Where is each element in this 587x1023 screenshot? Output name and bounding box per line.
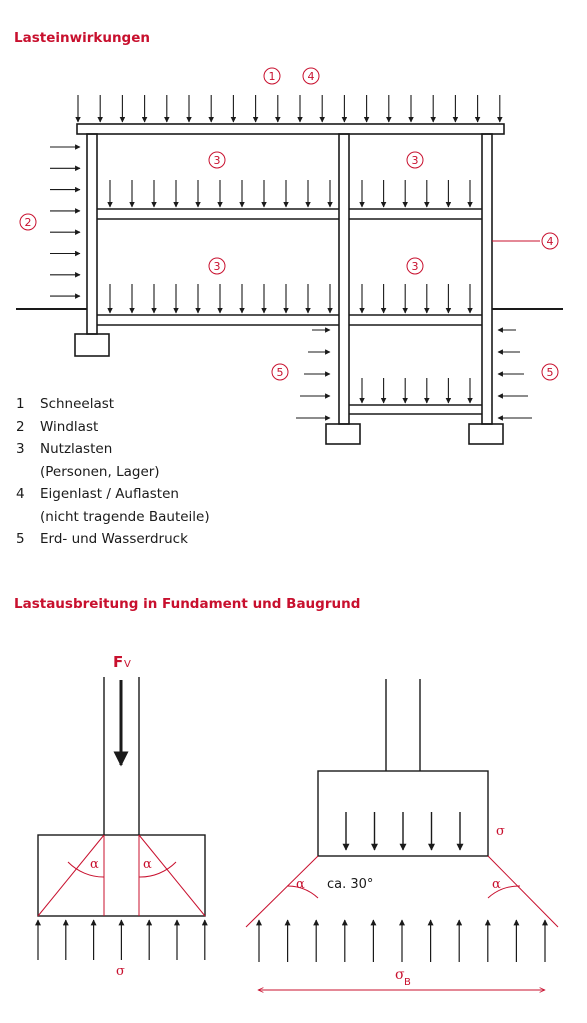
pressure-arrows-footing: [342, 812, 464, 851]
label-alpha-left-1: α: [90, 857, 99, 872]
legend-item: 4 Eigenlast / Auflasten: [16, 483, 210, 506]
right-wall: [481, 133, 493, 425]
label-sigma-b-sub: B: [404, 977, 411, 988]
legend: 1 Schneelast 2 Windlast 3 Nutzlasten (Personen…: [16, 393, 210, 551]
section-title-load-distribution: Lastausbreitung in Fundament und Baugrun…: [14, 596, 361, 612]
earth-pressure-arrows: [296, 327, 532, 421]
label-force-sub: V: [124, 659, 131, 670]
wind-load-arrows: [50, 144, 81, 299]
left-wall: [86, 133, 98, 335]
svg-text:2: 2: [25, 216, 32, 229]
foundation-right: [317, 679, 489, 857]
svg-text:3: 3: [214, 260, 221, 273]
legend-number: 5: [16, 531, 25, 547]
middle-column: [338, 133, 350, 425]
legend-item: 1 Schneelast: [16, 393, 210, 416]
label-sigma-left: σ: [116, 964, 125, 979]
legend-number: 2: [16, 418, 25, 435]
label-force: F: [113, 653, 123, 671]
legend-number: 4: [16, 486, 25, 502]
legend-text: Windlast: [40, 418, 99, 435]
label-alpha-right-2: α: [492, 877, 501, 892]
svg-text:4: 4: [547, 235, 554, 248]
marker-5-left: 5: [271, 363, 289, 381]
legend-subtext: (nicht tragende Bauteile): [40, 508, 210, 525]
svg-text:4: 4: [308, 70, 315, 83]
marker-3-b: 3: [406, 151, 424, 169]
marker-3-d: 3: [406, 257, 424, 275]
marker-1-roof: 1: [263, 67, 281, 85]
label-angle: ca. 30°: [327, 877, 373, 892]
load-spread-lines-left: [37, 834, 206, 917]
live-load-arrows: [107, 180, 473, 404]
left-footing: [74, 333, 110, 357]
marker-3-a: 3: [208, 151, 226, 169]
label-alpha-left-2: α: [143, 857, 152, 872]
marker-5-right: 5: [541, 363, 559, 381]
svg-text:3: 3: [412, 154, 419, 167]
soil-reaction-arrows-right: [256, 919, 548, 962]
legend-item: 5 Erd- und Wasserdruck: [16, 528, 210, 551]
svg-text:3: 3: [214, 154, 221, 167]
legend-text: Eigenlast / Auflasten: [40, 486, 179, 502]
legend-item: 2 Windlast: [16, 416, 210, 439]
legend-text: Erd- und Wasserdruck: [40, 531, 188, 547]
label-sigma-right: σ: [496, 824, 505, 839]
marker-2-wind: 2: [19, 213, 37, 231]
footing-left: [37, 834, 206, 917]
legend-item: 3 Nutzlasten: [16, 438, 210, 461]
snow-load-arrows: [75, 95, 503, 123]
marker-4-wall: 4: [541, 232, 559, 250]
svg-text:3: 3: [412, 260, 419, 273]
label-alpha-right-1: α: [296, 877, 305, 892]
svg-text:5: 5: [277, 366, 284, 379]
section-title-load-actions: Lasteinwirkungen: [14, 30, 150, 46]
label-sigma-b: σ: [395, 967, 405, 983]
marker-3-c: 3: [208, 257, 226, 275]
load-spread-lines-right: [245, 855, 559, 928]
right-footing: [468, 423, 504, 445]
legend-number: 3: [16, 441, 25, 457]
foundation-left: [37, 677, 206, 917]
legend-text: Nutzlasten: [40, 441, 113, 457]
svg-text:5: 5: [547, 366, 554, 379]
legend-number: 1: [16, 396, 25, 412]
marker-4-roof: 4: [302, 67, 320, 85]
roof-slab: [76, 123, 505, 135]
legend-text: Schneelast: [40, 396, 115, 412]
building-structure: [74, 123, 505, 445]
soil-reaction-arrows-left: [35, 919, 208, 960]
footing-right: [317, 770, 489, 857]
svg-text:1: 1: [269, 70, 276, 83]
middle-footing: [325, 423, 361, 445]
legend-subtext: (Personen, Lager): [40, 463, 160, 480]
